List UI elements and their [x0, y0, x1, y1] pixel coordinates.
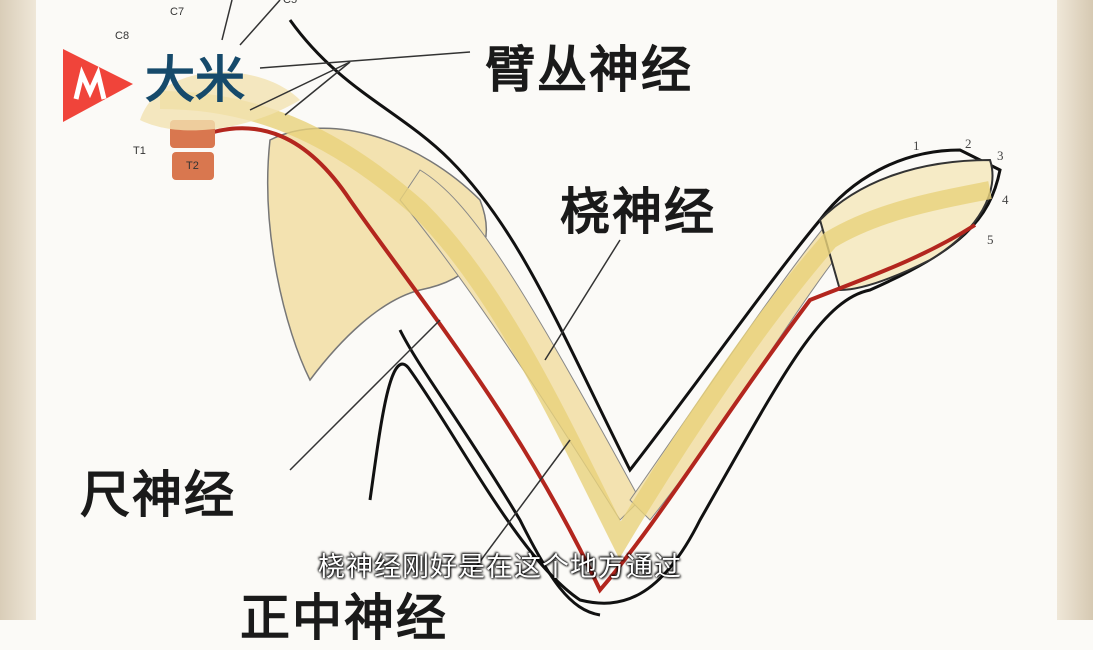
label-c8: C8 — [115, 30, 130, 42]
label-t2: T2 — [186, 160, 199, 172]
label-brachial-plexus: 臂丛神经 — [485, 40, 693, 99]
label-t1: T1 — [133, 145, 146, 157]
finger-label-5: 5 — [987, 232, 994, 247]
label-ulnar-nerve: 尺神经 — [80, 465, 236, 524]
artery — [189, 126, 977, 594]
finger-label-1: 1 — [913, 138, 920, 153]
arm-outline-inner — [398, 329, 601, 617]
cervical-plexus — [140, 72, 300, 131]
video-subtitle: 桡神经刚好是在这个地方通过 — [318, 552, 682, 583]
label-median-nerve: 正中神经 — [240, 588, 448, 647]
arm-nerve-illustration — [140, 0, 1002, 617]
vertebra-t2 — [172, 152, 214, 180]
logo-mark-icon — [63, 49, 133, 122]
finger-label-2: 2 — [965, 136, 972, 151]
label-c5: C5 — [283, 0, 298, 6]
blurred-side-right — [1057, 0, 1093, 620]
blurred-side-left — [0, 0, 36, 620]
logo-text: 大米 — [145, 51, 245, 109]
nerve-bundle — [159, 91, 992, 559]
finger-label-3: 3 — [997, 148, 1004, 163]
label-pointer-lines — [221, 0, 621, 576]
finger-label-4: 4 — [1002, 192, 1009, 207]
label-c7: C7 — [170, 6, 185, 18]
label-radial-nerve: 桡神经 — [560, 182, 716, 241]
